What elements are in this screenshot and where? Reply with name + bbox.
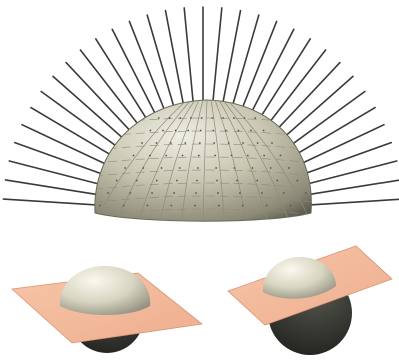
tubercle (187, 130, 189, 132)
spine (66, 63, 138, 140)
tubercle (254, 117, 256, 119)
tubercle (197, 167, 199, 169)
sea-urchin-panel (3, 7, 399, 222)
tubercle (263, 155, 265, 157)
tubercle (162, 130, 164, 132)
spine (184, 8, 194, 113)
spine (212, 8, 222, 113)
tubercle (270, 167, 272, 169)
tubercle (176, 180, 178, 182)
tubercle (231, 155, 233, 157)
tubercle (129, 192, 131, 194)
tubercle (99, 205, 101, 207)
tubercle (156, 180, 158, 182)
spine (166, 11, 186, 114)
tubercle (169, 117, 171, 119)
spine (41, 92, 126, 154)
tubercle (242, 142, 244, 144)
tubercle (290, 205, 292, 207)
tubercle (276, 180, 278, 182)
spine (147, 15, 176, 116)
tubercle (161, 167, 163, 169)
tubercle (218, 205, 220, 207)
tubercle (238, 130, 240, 132)
tubercle (198, 155, 200, 157)
tubercle (133, 155, 135, 157)
spine (298, 199, 399, 206)
tubercle (244, 117, 246, 119)
tubercle (201, 117, 203, 119)
tubercle (199, 142, 201, 144)
tubercle (233, 167, 235, 169)
tubercle (214, 155, 216, 157)
tubercle (151, 192, 153, 194)
tubercle (247, 155, 249, 157)
tubercle (266, 205, 268, 207)
tubercle (236, 180, 238, 182)
tubercle (107, 192, 109, 194)
tubercle (141, 142, 143, 144)
tubercle (184, 142, 186, 144)
tubercle (175, 130, 177, 132)
tubercle (170, 205, 172, 207)
tubercle (194, 205, 196, 207)
tubercle (173, 192, 175, 194)
tubercle (228, 142, 230, 144)
tubercle (222, 117, 224, 119)
tubercle (211, 117, 213, 119)
tubercle (305, 192, 307, 194)
tubercle (261, 192, 263, 194)
tubercle (296, 180, 298, 182)
tubercle (250, 130, 252, 132)
tubercle (116, 180, 118, 182)
tubercle (190, 117, 192, 119)
tubercle (283, 192, 285, 194)
tubercle (124, 167, 126, 169)
tubercle (200, 130, 202, 132)
tubercle (136, 180, 138, 182)
tubercle (212, 130, 214, 132)
sphere-plane-panel-right (228, 246, 392, 355)
tubercle (252, 167, 254, 169)
tubercle (170, 142, 172, 144)
tubercle (149, 155, 151, 157)
spine (221, 11, 241, 114)
tubercle (123, 205, 125, 207)
spine (129, 21, 168, 119)
tubercle (196, 180, 198, 182)
tubercle (179, 117, 181, 119)
tubercle (242, 205, 244, 207)
tubercle (179, 167, 181, 169)
tubercle (158, 117, 160, 119)
spine (53, 76, 132, 145)
spine (230, 15, 259, 116)
tubercle (271, 142, 273, 144)
tubercle (257, 142, 259, 144)
tubercle (165, 155, 167, 157)
spine (3, 199, 108, 206)
tubercle (263, 130, 265, 132)
tubercle (256, 180, 258, 182)
tubercle (216, 180, 218, 182)
tubercle (182, 155, 184, 157)
tubercle (147, 205, 149, 207)
tubercle (239, 192, 241, 194)
tubercle (288, 167, 290, 169)
tubercle (156, 142, 158, 144)
tubercle (150, 130, 152, 132)
tubercle (225, 130, 227, 132)
spine (80, 50, 144, 133)
sphere-plane-panel-left (12, 266, 202, 353)
spine (238, 21, 277, 119)
tubercle (233, 117, 235, 119)
tubercle (280, 155, 282, 157)
tubercle (195, 192, 197, 194)
tubercle (142, 167, 144, 169)
tubercle (215, 167, 217, 169)
tubercle (213, 142, 215, 144)
tubercle (217, 192, 219, 194)
